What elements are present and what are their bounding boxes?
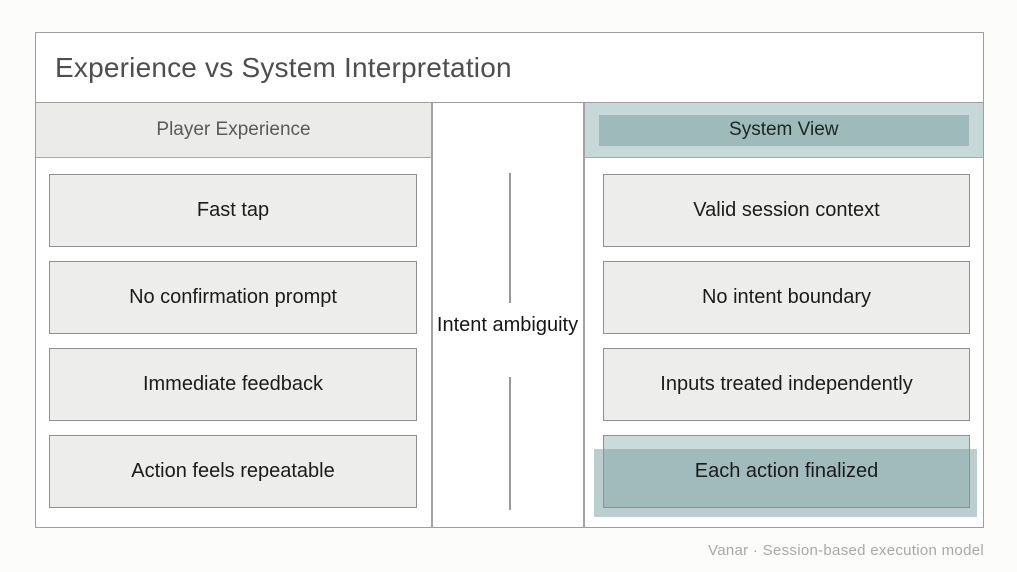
system-item-each-action-finalized: Each action finalized — [594, 435, 977, 517]
system-view-header: System View — [584, 103, 983, 158]
item-label: No intent boundary — [701, 286, 871, 308]
player-item-immediate-feedback: Immediate feedback — [49, 348, 417, 421]
player-item-fast-tap: Fast tap — [49, 174, 417, 247]
item-label: No confirmation prompt — [129, 286, 337, 308]
system-item-inputs-treated-independently: Inputs treated independently — [603, 348, 970, 421]
comparison-frame: Experience vs System Interpretation Play… — [35, 32, 984, 528]
item-label: Immediate feedback — [142, 373, 324, 395]
connector-line-top — [509, 173, 511, 303]
connector-line-bottom — [509, 377, 511, 510]
footer-attribution: Vanar · Session-based execution model — [708, 542, 984, 559]
system-view-highlight-band — [598, 115, 969, 146]
system-view-header-label: System View — [729, 119, 839, 140]
item-label: Fast tap — [196, 199, 270, 221]
player-experience-header: Player Experience — [36, 103, 431, 158]
intent-ambiguity-label: Intent ambiguity — [436, 314, 579, 336]
item-label: Valid session context — [693, 199, 880, 221]
item-label: Each action finalized — [694, 460, 879, 482]
player-experience-header-label: Player Experience — [156, 119, 311, 140]
page-title: Experience vs System Interpretation — [55, 51, 512, 83]
system-item-no-intent-boundary: No intent boundary — [603, 261, 970, 334]
player-item-action-feels-repeatable: Action feels repeatable — [49, 435, 417, 508]
system-item-valid-session-context: Valid session context — [603, 174, 970, 247]
item-label: Inputs treated independently — [660, 373, 913, 395]
player-item-no-confirmation-prompt: No confirmation prompt — [49, 261, 417, 334]
column-divider-left — [431, 103, 433, 527]
item-label: Action feels repeatable — [131, 460, 335, 482]
title-row: Experience vs System Interpretation — [36, 33, 983, 103]
column-divider-right — [583, 103, 585, 527]
